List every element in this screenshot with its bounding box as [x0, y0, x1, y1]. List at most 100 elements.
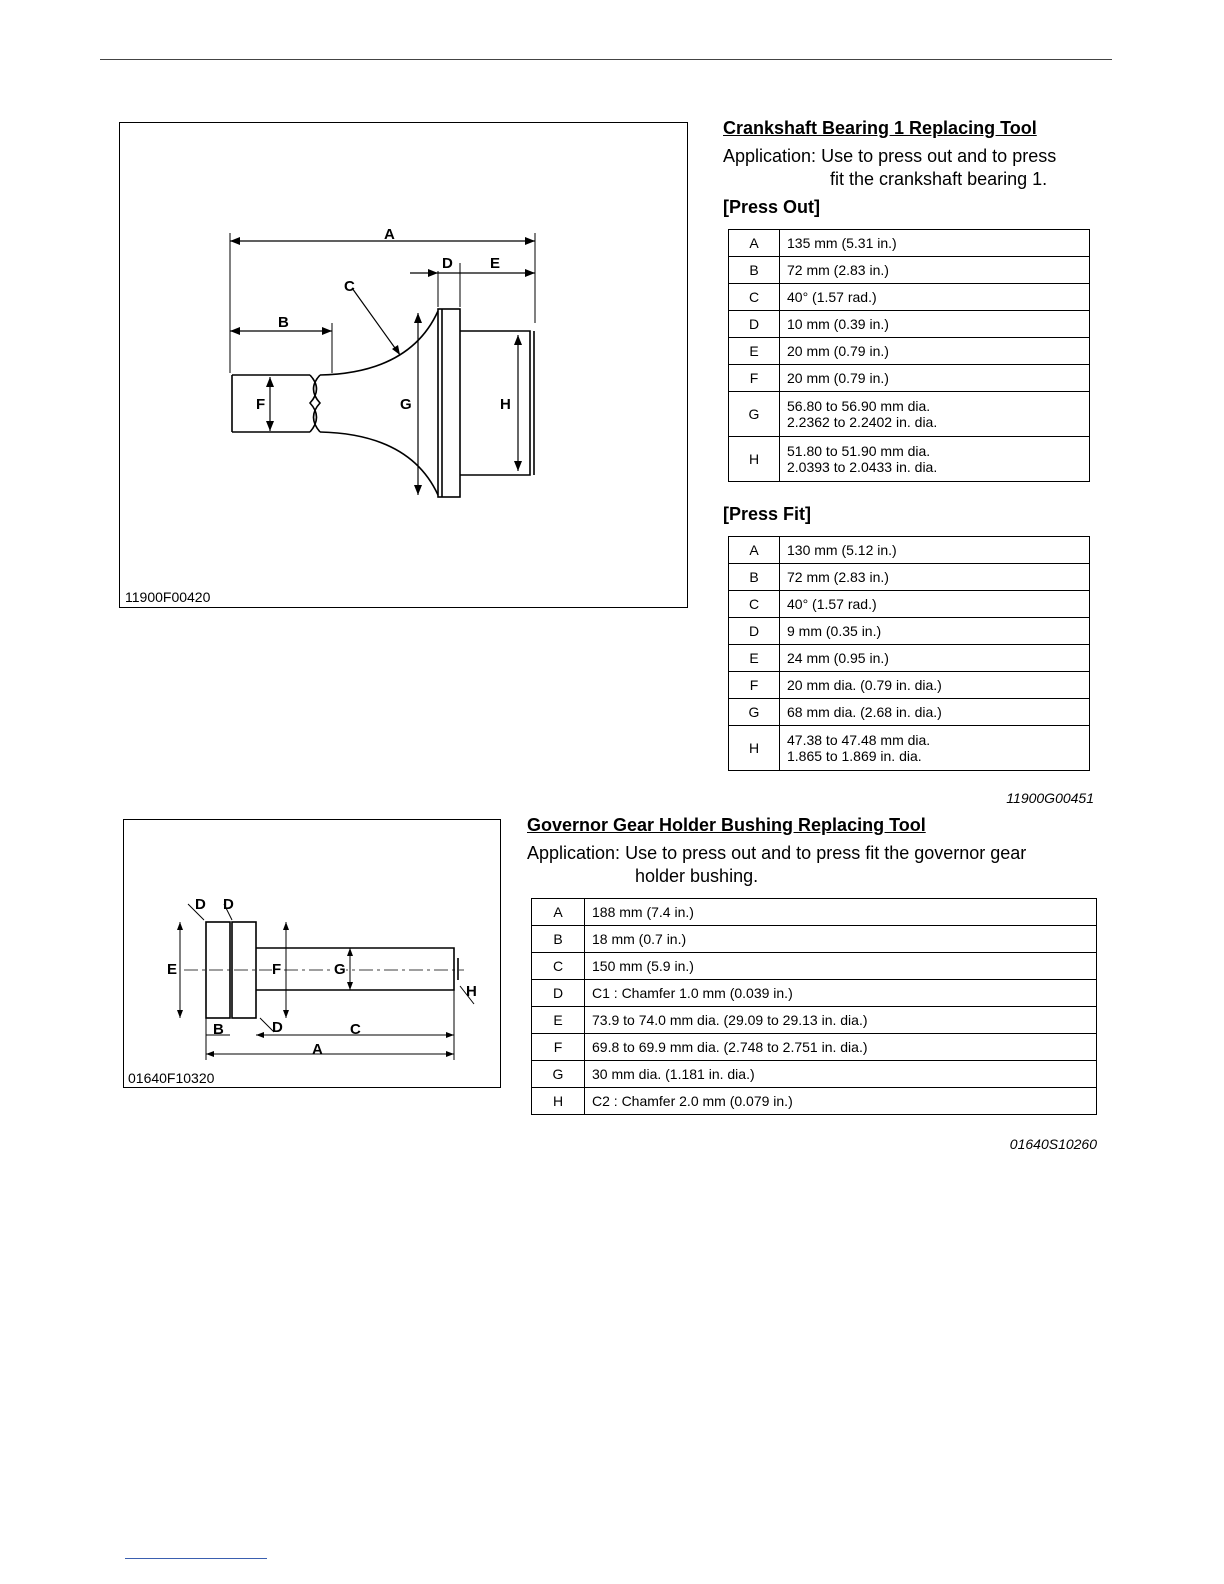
header-rule: [100, 59, 1112, 60]
row-key: H: [728, 436, 780, 482]
reference-code: 01640S10260: [1009, 1136, 1097, 1152]
fig2-label-b: B: [213, 1021, 224, 1038]
fig2-label-h: H: [466, 983, 477, 1000]
fig2-label-f: F: [272, 961, 282, 978]
application-line1: Use to press out and to press fit the go…: [625, 843, 1027, 863]
row-key: E: [531, 1006, 585, 1034]
row-value: 72 mm (2.83 in.): [779, 256, 1090, 284]
row-key: A: [728, 229, 780, 257]
row-value-line1: 56.80 to 56.90 mm dia.: [787, 398, 931, 414]
row-key: G: [531, 1060, 585, 1088]
figure-code: 01640F10320: [128, 1070, 215, 1086]
row-key: H: [728, 725, 780, 771]
row-value-line2: 2.2362 to 2.2402 in. dia.: [787, 414, 938, 430]
row-value: 130 mm (5.12 in.): [779, 536, 1090, 564]
row-value: 20 mm (0.79 in.): [779, 337, 1090, 365]
footer-rule: [125, 1558, 267, 1559]
crankshaft-tool-drawing: [229, 233, 536, 498]
fig2-label-e: E: [167, 961, 178, 978]
row-key: F: [531, 1033, 585, 1061]
fig1-label-h: H: [500, 396, 511, 413]
fig1-label-d: D: [442, 255, 453, 272]
row-value: 10 mm (0.39 in.): [779, 310, 1090, 338]
section-title: Crankshaft Bearing 1 Replacing Tool: [723, 118, 1037, 138]
row-key: H: [531, 1087, 585, 1115]
fig1-label-c: C: [344, 278, 355, 295]
row-value: 150 mm (5.9 in.): [584, 952, 1097, 980]
row-key: F: [728, 671, 780, 699]
row-value: 9 mm (0.35 in.): [779, 617, 1090, 645]
row-key: B: [728, 256, 780, 284]
fig2-label-d: D: [195, 896, 206, 913]
row-key: G: [728, 391, 780, 437]
row-key: G: [728, 698, 780, 726]
row-value-line1: 51.80 to 51.90 mm dia.: [787, 443, 931, 459]
figure-code: 11900F00420: [125, 589, 211, 605]
row-key: B: [531, 925, 585, 953]
row-value: 40° (1.57 rad.): [779, 283, 1090, 311]
row-key: D: [531, 979, 585, 1007]
application-text: Application: Use to press out and to pre…: [527, 842, 1097, 888]
row-value: 40° (1.57 rad.): [779, 590, 1090, 618]
governor-tool-drawing: [177, 903, 475, 1060]
row-value: 188 mm (7.4 in.): [584, 898, 1097, 926]
row-value: 20 mm dia. (0.79 in. dia.): [779, 671, 1090, 699]
row-value-line1: 47.38 to 47.48 mm dia.: [787, 732, 931, 748]
row-key: E: [728, 644, 780, 672]
fig2-label-d: D: [272, 1019, 283, 1036]
row-value-line2: 2.0393 to 2.0433 in. dia.: [787, 459, 938, 475]
fig1-label-a: A: [384, 226, 395, 243]
row-value: 68 mm dia. (2.68 in. dia.): [779, 698, 1090, 726]
row-key: E: [728, 337, 780, 365]
fig1-label-b: B: [278, 314, 289, 331]
press-fit-heading: [Press Fit]: [723, 504, 812, 524]
row-value: 24 mm (0.95 in.): [779, 644, 1090, 672]
application-label: Application:: [723, 146, 817, 166]
governor-tool-figure: A B C D D D E F G H 01640F10320: [123, 819, 501, 1088]
row-value: 135 mm (5.31 in.): [779, 229, 1090, 257]
press-out-heading: [Press Out]: [723, 197, 821, 217]
application-label: Application:: [527, 843, 621, 863]
row-key: C: [728, 590, 780, 618]
row-value: C2 : Chamfer 2.0 mm (0.079 in.): [584, 1087, 1097, 1115]
row-value: 56.80 to 56.90 mm dia.2.2362 to 2.2402 i…: [779, 391, 1090, 437]
row-value: 69.8 to 69.9 mm dia. (2.748 to 2.751 in.…: [584, 1033, 1097, 1061]
row-value: 73.9 to 74.0 mm dia. (29.09 to 29.13 in.…: [584, 1006, 1097, 1034]
application-line2: holder bushing.: [635, 866, 759, 886]
row-value: 47.38 to 47.48 mm dia.1.865 to 1.869 in.…: [779, 725, 1090, 771]
row-key: D: [728, 617, 780, 645]
row-value: 72 mm (2.83 in.): [779, 563, 1090, 591]
section-title: Governor Gear Holder Bushing Replacing T…: [527, 815, 926, 835]
row-value: 51.80 to 51.90 mm dia.2.0393 to 2.0433 i…: [779, 436, 1090, 482]
row-value: 20 mm (0.79 in.): [779, 364, 1090, 392]
fig1-label-g: G: [400, 396, 412, 413]
fig2-label-d: D: [223, 896, 234, 913]
application-line2: fit the crankshaft bearing 1.: [830, 169, 1048, 189]
row-key: C: [728, 283, 780, 311]
fig2-label-a: A: [312, 1041, 323, 1058]
row-value: 30 mm dia. (1.181 in. dia.): [584, 1060, 1097, 1088]
fig1-label-f: F: [256, 396, 266, 413]
